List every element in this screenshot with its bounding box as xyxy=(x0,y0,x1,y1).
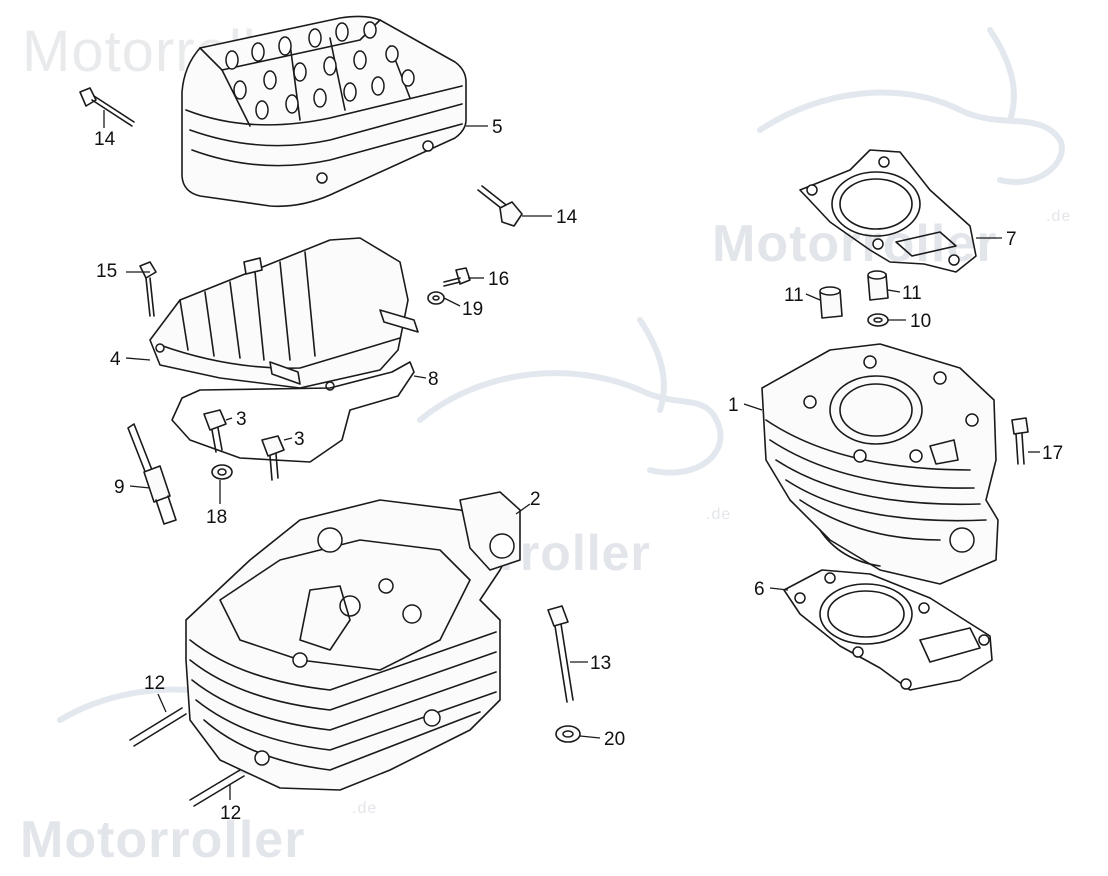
part-10-o-ring xyxy=(867,313,889,327)
part-3-nut-lower xyxy=(261,435,285,481)
part-14-bolt-upper xyxy=(79,87,135,127)
part-17-bolt xyxy=(1011,417,1029,465)
callout-6: 6 xyxy=(754,579,765,600)
part-20-washer xyxy=(555,725,581,743)
callout-3-upper: 3 xyxy=(236,409,247,430)
callout-4: 4 xyxy=(110,349,121,370)
callout-19: 19 xyxy=(462,299,484,320)
part-11-dowel-right xyxy=(867,270,889,301)
part-6-base-gasket xyxy=(783,569,993,691)
part-8-valve-cover-gasket xyxy=(171,361,415,463)
leader-lines xyxy=(103,110,1040,800)
part-9-spark-plug xyxy=(127,423,177,525)
part-18-washer xyxy=(211,464,233,480)
watermark-center-suffix: .de xyxy=(706,506,732,523)
part-13-bolt xyxy=(547,605,574,703)
part-11-dowel-left xyxy=(819,286,843,319)
watermark-bottom-suffix: .de xyxy=(352,800,378,817)
callout-10: 10 xyxy=(910,311,932,332)
part-2-cylinder-head xyxy=(185,491,521,791)
part-7-head-gasket xyxy=(799,149,977,273)
part-1-cylinder xyxy=(761,343,999,585)
callout-8: 8 xyxy=(428,369,439,390)
part-14-bolt-lower xyxy=(477,185,523,227)
callout-16: 16 xyxy=(488,269,510,290)
callout-2: 2 xyxy=(530,489,541,510)
part-5-head-cover xyxy=(181,15,467,208)
part-16-bolt xyxy=(443,267,471,287)
callout-18: 18 xyxy=(206,507,228,528)
part-15-bolt xyxy=(139,261,157,317)
callout-20: 20 xyxy=(604,729,626,750)
callout-11-left: 11 xyxy=(784,285,804,306)
callout-3-lower: 3 xyxy=(294,429,305,450)
part-12-stud-lower xyxy=(189,769,245,807)
callout-1: 1 xyxy=(728,395,739,416)
callout-7: 7 xyxy=(1006,229,1017,250)
part-4-valve-cover xyxy=(149,237,419,391)
callout-14-lower: 14 xyxy=(556,207,578,228)
callout-14-upper: 14 xyxy=(94,129,116,150)
callout-13: 13 xyxy=(590,653,612,674)
part-12-stud-upper xyxy=(129,707,187,747)
callout-15: 15 xyxy=(96,261,118,282)
callout-5: 5 xyxy=(492,117,503,138)
part-3-nut-upper xyxy=(203,409,227,453)
watermark-bottom: Motorroller xyxy=(20,811,306,869)
callout-12-lower: 12 xyxy=(220,803,242,824)
callout-11-right: 11 xyxy=(902,283,922,304)
part-19-washer xyxy=(427,291,445,305)
watermark-right-suffix: .de xyxy=(1046,208,1072,225)
callout-12-upper: 12 xyxy=(144,673,166,694)
callout-9: 9 xyxy=(114,477,125,498)
callout-17: 17 xyxy=(1042,443,1064,464)
